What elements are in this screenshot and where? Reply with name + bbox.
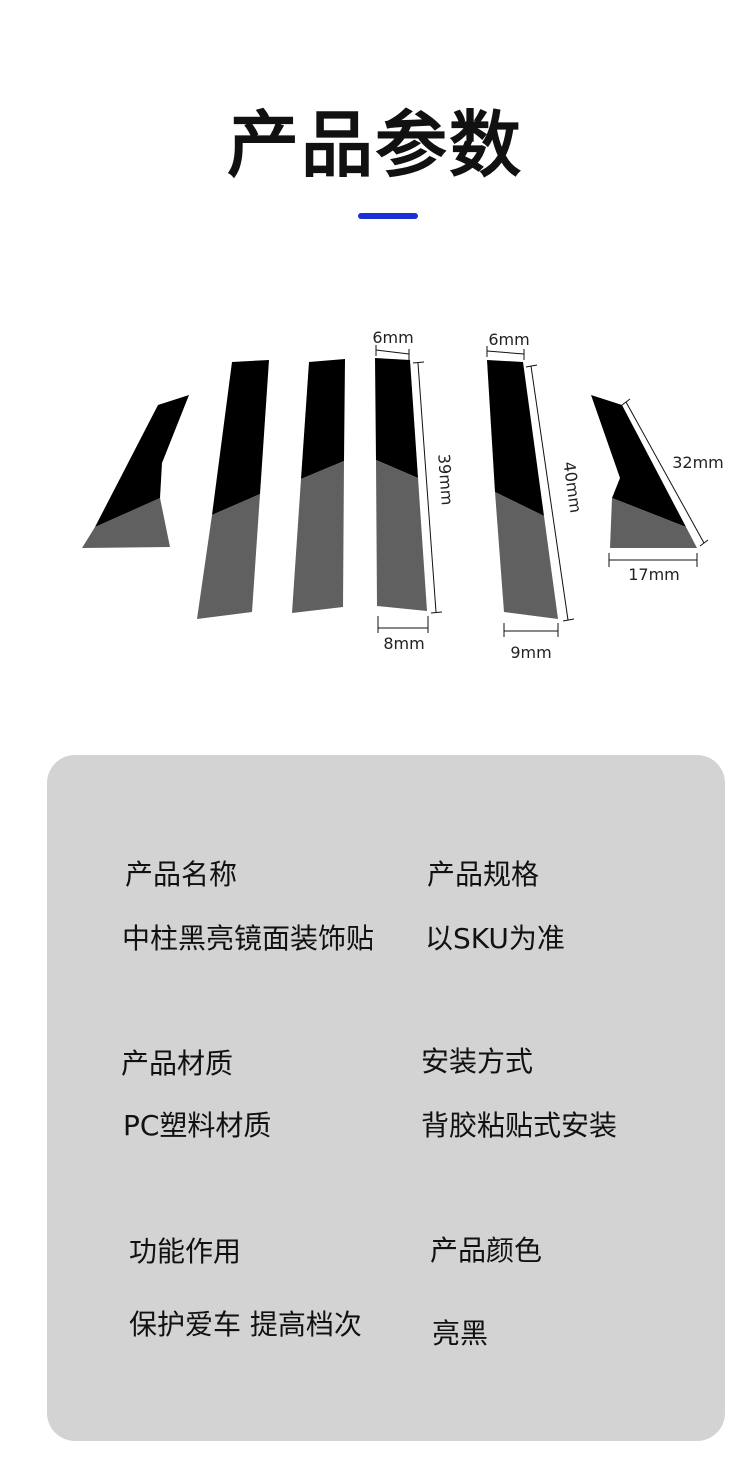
title-underline [358, 213, 418, 219]
spec-label-name: 产品名称 [125, 858, 238, 891]
page-title: 产品参数 [226, 103, 523, 187]
spec-label-size: 产品规格 [427, 858, 540, 891]
spec-value-material: PC塑料材质 [123, 1109, 272, 1142]
trim-piece-6-upper [591, 395, 686, 527]
trim-piece-3-upper [301, 359, 345, 479]
trim-piece-6-lower [610, 498, 697, 548]
dim-label-piece6-side: 32mm [672, 453, 724, 472]
spec-label-install: 安装方式 [421, 1045, 534, 1078]
dim-label-piece5-height: 40mm [559, 460, 585, 514]
trim-piece-1-upper [95, 395, 189, 527]
trim-piece-4-upper [375, 358, 418, 478]
spec-label-color: 产品颜色 [430, 1234, 543, 1267]
dim-label-piece5-bottom: 9mm [510, 643, 551, 662]
trim-piece-5 [487, 360, 558, 619]
trim-piece-5-lower [495, 492, 558, 619]
dim-label-piece4-bottom: 8mm [383, 634, 424, 653]
spec-value-color: 亮黑 [432, 1317, 489, 1350]
trim-piece-6 [591, 395, 697, 548]
trim-piece-4 [375, 358, 427, 611]
spec-value-size: 以SKU为准 [425, 922, 565, 955]
trim-piece-3 [292, 359, 345, 613]
dim-label-piece5-top: 6mm [488, 330, 529, 349]
spec-value-install: 背胶粘贴式安装 [421, 1109, 618, 1142]
dimension-lines [375, 345, 709, 637]
trim-piece-2 [197, 360, 269, 619]
trim-piece-5-upper [487, 360, 544, 516]
trim-piece-4-lower [376, 460, 427, 611]
trim-piece-1 [82, 395, 189, 548]
trim-piece-2-upper [212, 360, 269, 515]
trim-piece-1-lower [82, 498, 170, 548]
trim-piece-2-lower [197, 494, 260, 619]
spec-value-name: 中柱黑亮镜面装饰贴 [122, 922, 375, 955]
spec-value-function: 保护爱车 提高档次 [129, 1308, 362, 1341]
dim-label-piece4-top: 6mm [372, 328, 413, 347]
dim-label-piece4-height: 39mm [434, 453, 457, 506]
product-dimension-diagram: 6mm 39mm 8mm 6mm 40mm 9mm 32mm 17mm [82, 328, 724, 662]
spec-label-function: 功能作用 [129, 1235, 242, 1268]
dim-label-piece6-bottom: 17mm [628, 565, 680, 584]
trim-piece-3-lower [292, 461, 344, 613]
spec-card [47, 755, 725, 1441]
spec-label-material: 产品材质 [121, 1047, 234, 1080]
